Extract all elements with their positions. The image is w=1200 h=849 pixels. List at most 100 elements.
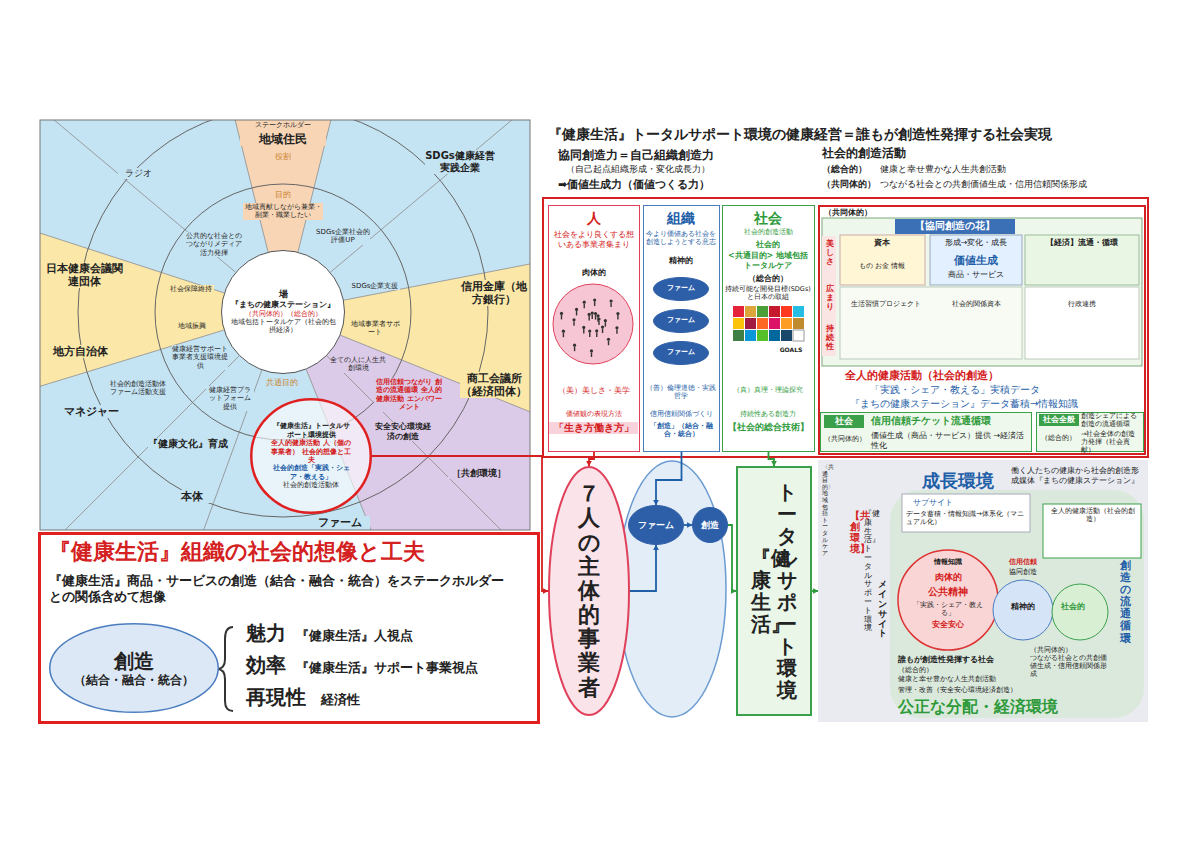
label: 地方自治体 xyxy=(44,345,116,358)
label: 信用金庫（地方銀行） xyxy=(460,280,528,306)
label: 広まり xyxy=(826,285,834,311)
outline xyxy=(653,341,708,364)
node-text: （真）真理・理論探究 xyxy=(723,386,813,394)
farm-badge: ファーム xyxy=(653,277,709,301)
sdg-tile xyxy=(757,318,768,329)
sdg-tile xyxy=(781,330,792,341)
node-text: 「実践・シェア・教える」 xyxy=(908,602,988,618)
node-text: 『まちの健康ステーション』 xyxy=(231,300,335,310)
label: 【協同創造の花】 xyxy=(895,220,1015,232)
sdg-tile xyxy=(769,318,780,329)
growth-band xyxy=(890,490,1144,718)
cycle-box: 社会全般（総合的）創造シェアによる創造の流通循環→社会全体の創造力発揮（社会貢献… xyxy=(1036,412,1144,452)
node-text: 信用信頼チケット流通循環 xyxy=(871,415,1029,427)
person-icon xyxy=(604,319,607,322)
outline xyxy=(222,251,345,374)
label: 商品・サービス xyxy=(932,270,1020,280)
connector xyxy=(656,452,682,505)
label: （自己起点組織形成・変化成長力） xyxy=(566,164,786,175)
farm-badge: ファーム xyxy=(628,505,684,545)
node-text: 『健康生活』サポート事業視点 xyxy=(296,660,536,676)
node-shape xyxy=(738,468,814,718)
node-text: 効率 xyxy=(246,653,296,677)
node-text: 社会的 xyxy=(1053,602,1093,612)
label: 社会的関係資本 xyxy=(932,300,1020,308)
node-text: ファーム xyxy=(667,316,695,324)
title-bar xyxy=(895,219,1015,234)
outline xyxy=(50,624,219,713)
outline xyxy=(251,399,371,513)
node-text: 協同創造 xyxy=(1000,568,1046,576)
person-icon xyxy=(583,301,586,304)
node-text: 社会的創造活動 xyxy=(723,228,813,236)
growth-panel: 成長環境働く人たちの健康から社会的創造形成媒体『まちの健康ステーション』【共創環… xyxy=(818,460,1148,722)
node-text: 今より価値ある社会を創造しようとする意志 xyxy=(646,230,716,247)
node-text: サブサイト xyxy=(913,498,973,508)
node-text: 健康と幸せ豊かな人生共創活動 xyxy=(898,675,1028,683)
sdg-tile xyxy=(781,318,792,329)
node-text: 社会をより良くする想いある事業者集まり xyxy=(552,230,635,249)
wheel-ray xyxy=(40,356,239,530)
label: 形成→変化・成長 xyxy=(932,238,1020,248)
sdg-tile xyxy=(733,330,744,341)
label: 健康経営サポート事業者支援環境提供 xyxy=(172,345,228,370)
person-icon xyxy=(560,312,563,315)
node-text: 『健康生活』 xyxy=(751,547,771,635)
person-icon xyxy=(596,314,599,317)
label: 持続性 xyxy=(826,325,834,351)
label: SDGs健康経営実践企業 xyxy=(425,150,495,174)
node-text: （共同体的）（総合的） xyxy=(245,310,322,318)
node-text: 信用信頼 xyxy=(1000,558,1046,566)
creation-badge: 創造 xyxy=(692,507,728,543)
person-icon xyxy=(588,316,589,321)
node-text: 人 xyxy=(549,210,638,227)
label: 『まちの健康ステーション』データ蓄積→情報知識 xyxy=(850,398,1145,410)
person-icon xyxy=(596,332,597,337)
column-box: 組織今より価値ある社会を創造しようとする意志精神的（善）倫理道徳・実践哲学信用信… xyxy=(643,205,720,452)
sdg-tile xyxy=(793,330,804,341)
person-icon xyxy=(594,302,595,307)
label: 地域振興 xyxy=(170,322,214,330)
label: 全ての人に人生共創環境 xyxy=(330,356,386,373)
wheel-ray xyxy=(40,370,262,530)
label: 本体 xyxy=(172,490,212,503)
node-text: 創造 xyxy=(701,520,719,531)
person-icon xyxy=(582,326,585,329)
person-icon xyxy=(601,325,604,328)
label: 美しさ xyxy=(826,240,834,266)
person-icon xyxy=(575,308,578,311)
node-text: 『健康生活』トータルサポート環境 xyxy=(864,510,872,633)
person-icon xyxy=(610,303,611,308)
mind-circle xyxy=(993,580,1053,640)
sdg-tile xyxy=(757,330,768,341)
node-text: 管理・改善（安全安心環境経済創造） xyxy=(898,686,1098,694)
person-icon xyxy=(573,321,574,326)
node-text: トータルサポート環境 xyxy=(777,481,797,701)
wheel-border xyxy=(40,120,530,530)
panel-ground xyxy=(818,460,1148,722)
wheel-ring xyxy=(155,184,411,440)
sdg-tile xyxy=(793,306,804,317)
label: ファーム xyxy=(310,516,370,529)
person-icon xyxy=(590,349,593,352)
label: 役割 xyxy=(265,152,301,162)
society-circle xyxy=(1052,584,1108,640)
node-text: 再現性 xyxy=(246,685,316,709)
person-icon xyxy=(595,329,598,332)
concept-box: 『健康生活』組織の社会的想像と工夫『健康生活』商品・サービスの創造（結合・融合・… xyxy=(38,532,540,724)
node-text: 社会的創造活動体 xyxy=(283,481,339,489)
node-text: ファーム xyxy=(667,348,695,356)
brace xyxy=(217,627,233,711)
text-stack: 『健康生活』トータルサポート環境提供全人的健康活動 人（個の事業者） 社会的想像… xyxy=(250,398,372,514)
node-text: （共同体的） xyxy=(824,208,904,218)
label: 社会的創造活動 xyxy=(822,146,1022,160)
frame xyxy=(543,198,1148,457)
node-text: ファーム xyxy=(638,520,674,531)
text-stack: ファーム xyxy=(628,505,684,545)
node-text: 『健康生活』人視点 xyxy=(296,628,536,644)
subsite-box xyxy=(902,494,1030,532)
stakeholder-wheel xyxy=(40,120,530,530)
label: （総合的） xyxy=(822,164,876,175)
column-box: 人社会をより良くする想いある事業者集まり肉体的（美）美しさ・美学価値観の表現方法… xyxy=(548,205,640,452)
node-text: 成長環境 xyxy=(913,470,1003,492)
